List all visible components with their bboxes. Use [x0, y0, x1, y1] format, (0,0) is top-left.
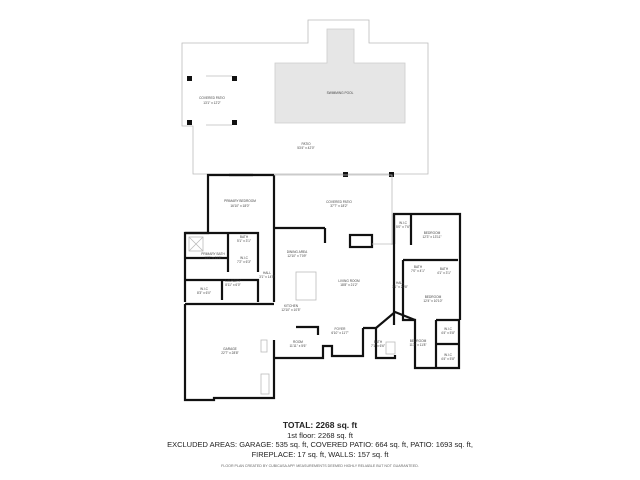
- room-wic: W.I.C: [240, 256, 248, 260]
- room-wic: W.I.C: [200, 287, 208, 291]
- room-bath: BATH: [374, 340, 383, 344]
- room-wic: W.I.C: [444, 353, 452, 357]
- room-bedroom: BEDROOM: [424, 231, 441, 235]
- room-swimming-pool: SWIMMING POOL: [327, 91, 354, 95]
- excluded-areas-cont: FIREPLACE: 17 sq. ft, WALLS: 157 sq. ft: [251, 450, 389, 459]
- room-dims: 8'3" x 6'0": [197, 291, 211, 295]
- room-garage: GARAGE: [223, 347, 237, 351]
- room-dims: 12'10" x 10'5": [281, 308, 300, 312]
- patio-outline: [181, 19, 429, 175]
- house-walls: [183, 173, 462, 402]
- room-dims: 5'0" x 7'6": [396, 225, 410, 229]
- room-foyer: FOYER: [335, 327, 347, 331]
- room-patio: PATIO: [301, 142, 311, 146]
- room-covered-patio: COVERED PATIO: [326, 200, 352, 204]
- gazebo-posts: [187, 76, 394, 177]
- room-dims: 12'4" x 10'10": [423, 299, 442, 303]
- total-area: TOTAL: 2268 sq. ft: [282, 420, 358, 430]
- room-dims: 7'1" x 6'6": [371, 344, 385, 348]
- room-dims: 7'2" x 6'3": [237, 260, 251, 264]
- room-dims: 3'1" x 14'5": [259, 275, 275, 279]
- room-kitchen: KITCHEN: [284, 304, 299, 308]
- room-hall: HALL: [396, 281, 404, 285]
- room-hall: HALL: [263, 271, 271, 275]
- room-primary-bath: PRIMARY BATH: [201, 252, 225, 256]
- room-bedroom: BEDROOM: [410, 339, 427, 343]
- room-dims: 12'10" x 7'09": [287, 254, 306, 258]
- room-bedroom: BEDROOM: [425, 295, 442, 299]
- room-bath: BATH: [414, 265, 423, 269]
- excluded-areas: EXCLUDED AREAS: GARAGE: 535 sq. ft, COVE…: [167, 440, 473, 449]
- room-laundry: LAUNDRY: [225, 279, 241, 283]
- room-dims: 11'2" x 11'8": [409, 343, 426, 347]
- room-dims: 4'4" x 5'8": [441, 357, 455, 361]
- room-dims: 13'1" x 12'2": [203, 101, 220, 105]
- room-dining-area: DINING AREA: [287, 250, 308, 254]
- room-dims: 3'1" x 20'8": [392, 285, 408, 289]
- room-dims: 12'3" x 13'11": [422, 235, 441, 239]
- swimming-pool: [274, 28, 406, 124]
- room-bath: BATH: [440, 267, 449, 271]
- room-dims: 7'0" x 4'1": [411, 269, 425, 273]
- room-dims: 5'1" x 3'1": [237, 239, 251, 243]
- disclaimer: FLOOR PLAN CREATED BY CUBICASA APP. MEAS…: [221, 464, 419, 468]
- room-dims: 37'7" x 18'2": [330, 204, 347, 208]
- room-dims: 22'7" x 28'8": [221, 351, 238, 355]
- room-labels: COVERED PATIO 13'1" x 12'2" SWIMMING POO…: [197, 91, 455, 361]
- room-covered-patio-gazebo: COVERED PATIO: [199, 96, 225, 100]
- room-dims: 16'10" x 18'0": [230, 204, 249, 208]
- room-room: ROOM: [293, 340, 303, 344]
- room-dims: 18'8" x 21'2": [340, 283, 357, 287]
- room-dims: 4'1" x 3'1": [437, 271, 451, 275]
- floor-area: 1st floor: 2268 sq. ft: [287, 431, 353, 440]
- room-dims: 11'11" x 5'6": [289, 344, 306, 348]
- room-dims: 53'4" x 42'0": [297, 146, 314, 150]
- room-bath: BATH: [240, 235, 249, 239]
- room-primary-bedroom: PRIMARY BEDROOM: [224, 199, 256, 203]
- room-living-room: LIVING ROOM: [338, 279, 360, 283]
- room-wic: W.I.C: [399, 221, 407, 225]
- room-dims: 6'10" x 11'7": [331, 331, 348, 335]
- room-dims: 8'11" x 6'0": [225, 283, 240, 287]
- room-wic: W.I.C: [444, 327, 452, 331]
- room-dims: 4'4" x 5'8": [441, 331, 455, 335]
- room-dims: 13'2" x 11'8": [204, 256, 221, 260]
